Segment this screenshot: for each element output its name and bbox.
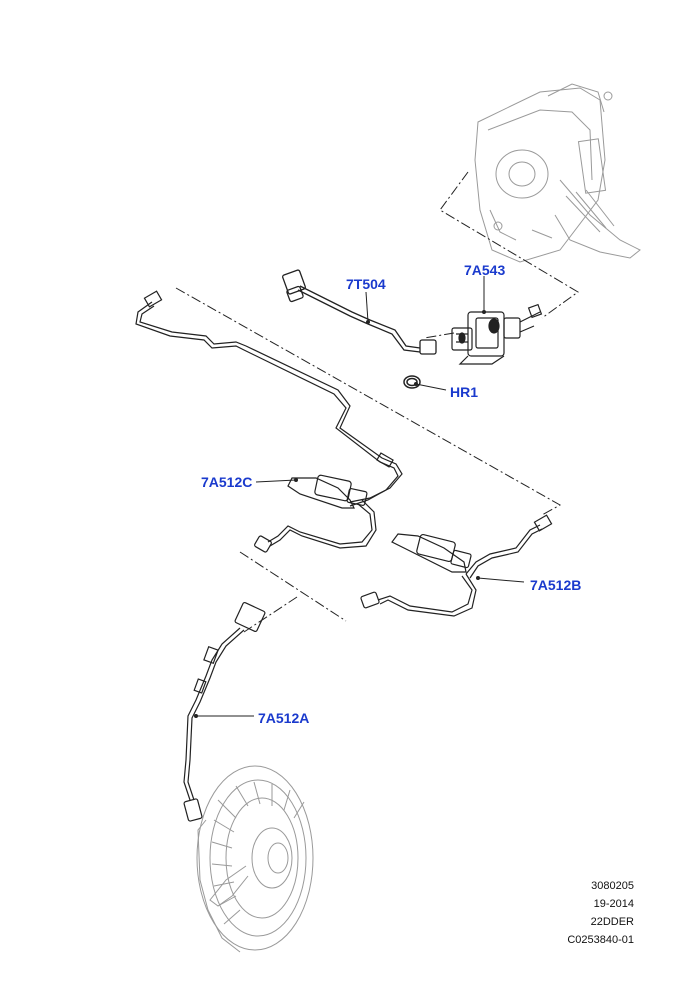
rigid-pipe-7a512a bbox=[183, 602, 266, 822]
pedal-box-bracket bbox=[474, 83, 641, 263]
callout-7a512c: 7A512C bbox=[201, 474, 253, 490]
hr1-clip-ring bbox=[403, 375, 421, 389]
rigid-pipe-7a512b bbox=[360, 514, 553, 617]
leader-end-dots bbox=[194, 310, 486, 718]
reference-line-3: 22DDER bbox=[590, 916, 634, 928]
reference-line-1: 3080205 bbox=[591, 880, 634, 892]
master-cylinder-7a543 bbox=[451, 303, 543, 365]
callout-7a512a: 7A512A bbox=[258, 710, 310, 726]
callout-hr1: HR1 bbox=[450, 384, 479, 400]
clutch-pressure-plate bbox=[196, 765, 314, 953]
assembly-guide-lines bbox=[175, 171, 579, 633]
reference-line-2: 19-2014 bbox=[593, 898, 634, 910]
reference-line-4: C0253840-01 bbox=[567, 934, 634, 946]
rigid-pipe-7a512c bbox=[135, 290, 403, 553]
callout-leaders bbox=[196, 276, 525, 717]
callout-7a512b: 7A512B bbox=[530, 577, 582, 593]
callout-7a543: 7A543 bbox=[464, 262, 506, 278]
callout-7t504: 7T504 bbox=[346, 276, 386, 292]
